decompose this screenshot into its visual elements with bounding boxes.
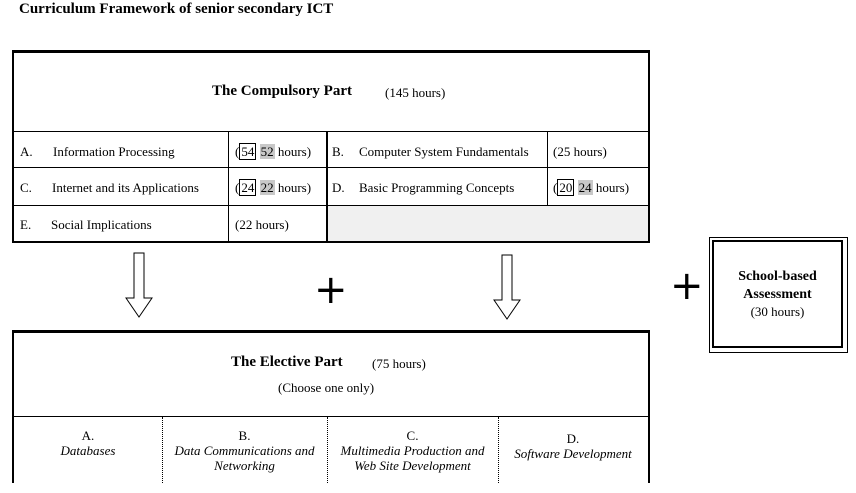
row-divider [14, 205, 648, 206]
school-based-assessment-title: School-based Assessment [738, 269, 817, 302]
option-divider [327, 417, 328, 483]
module-b-name: Computer System Fundamentals [359, 144, 529, 159]
module-d-new-hours: 24 [577, 180, 593, 195]
page-title: Curriculum Framework of senior secondary… [19, 1, 334, 17]
school-based-assessment-hours: (30 hours) [750, 304, 805, 319]
module-c-letter: C. [20, 180, 32, 195]
down-arrow-icon [125, 252, 153, 318]
elective-option-d: D. Software Development [514, 431, 632, 461]
module-a-letter: A. [20, 144, 33, 159]
module-e-name: Social Implications [51, 217, 152, 232]
module-b-hours: (25 hours) [553, 144, 607, 159]
column-divider [228, 132, 229, 241]
column-divider [326, 132, 328, 241]
module-c-old-hours: 24 [239, 179, 257, 196]
elective-part-title: The Elective Part [231, 354, 343, 370]
compulsory-part-header: The Compulsory Part (145 hours) [14, 53, 648, 132]
module-a-hours: (54 52 hours) [235, 143, 312, 160]
compulsory-part-hours: (145 hours) [385, 85, 446, 100]
module-b-letter: B. [332, 144, 344, 159]
school-based-assessment-box: School-based Assessment (30 hours) [712, 240, 843, 348]
elective-part-note: (Choose one only) [278, 380, 375, 395]
module-e-hours: (22 hours) [235, 217, 289, 232]
module-d-hours: (20 24 hours) [553, 179, 630, 196]
module-c-name: Internet and its Applications [52, 180, 199, 195]
empty-shaded-cell [328, 206, 648, 241]
module-d-letter: D. [332, 180, 345, 195]
option-divider [498, 417, 499, 483]
module-e-letter: E. [20, 217, 32, 232]
elective-option-c: C. Multimedia Production and Web Site De… [340, 428, 485, 473]
module-d-old-hours: 20 [557, 179, 575, 196]
elective-option-b: B. Data Communications and Networking [174, 428, 315, 473]
elective-divider [14, 416, 648, 417]
column-divider [547, 132, 548, 206]
module-a-new-hours: 52 [259, 144, 275, 159]
module-c-hours: (24 22 hours) [235, 179, 312, 196]
compulsory-part-title: The Compulsory Part [212, 83, 352, 99]
module-c-new-hours: 22 [259, 180, 275, 195]
school-based-assessment-outer-frame [709, 237, 848, 353]
module-a-old-hours: 54 [239, 143, 257, 160]
row-divider [14, 167, 648, 168]
option-divider [162, 417, 163, 483]
elective-part-box: The Elective Part (75 hours) (Choose one… [12, 330, 650, 483]
elective-part-hours: (75 hours) [372, 356, 426, 371]
down-arrow-icon [493, 254, 521, 320]
module-a-name: Information Processing [53, 144, 175, 159]
compulsory-part-box: The Compulsory Part (145 hours) A. Infor… [12, 50, 650, 243]
plus-icon: + [314, 267, 348, 313]
module-d-name: Basic Programming Concepts [359, 180, 515, 195]
elective-option-a: A. Databases [60, 428, 116, 458]
plus-icon: + [670, 263, 704, 309]
